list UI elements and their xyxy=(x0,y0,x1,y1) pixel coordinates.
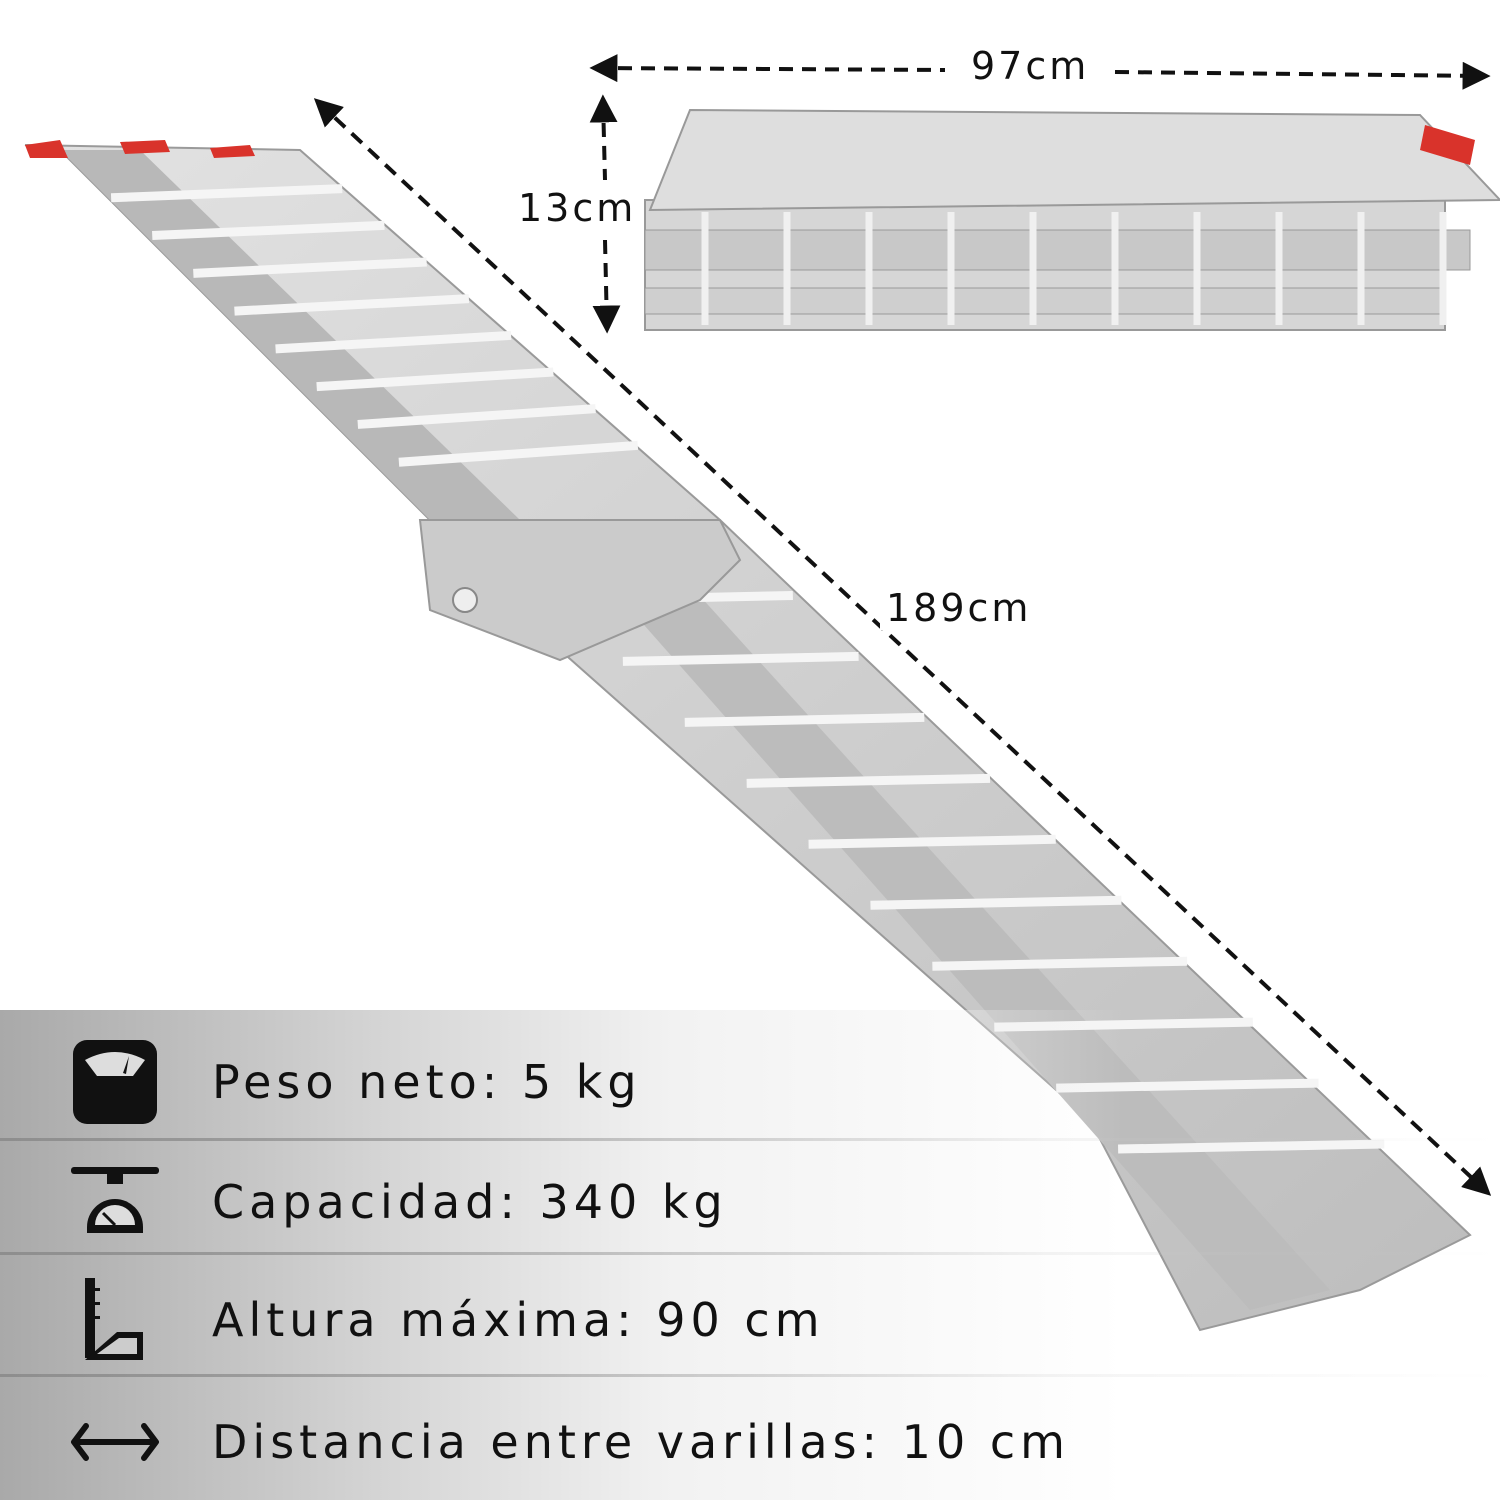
spec-label: Peso neto: 5 kg xyxy=(212,1055,642,1109)
spec-label: Capacidad: 340 kg xyxy=(212,1175,728,1229)
length-dimension-line xyxy=(313,98,1492,1196)
height-label: 13cm xyxy=(518,186,637,230)
ramp-rung xyxy=(622,651,859,666)
length-label: 189cm xyxy=(880,586,1038,630)
height-dimension-line xyxy=(592,239,621,334)
ramp-rung xyxy=(870,895,1122,910)
end-cap xyxy=(120,140,170,154)
bathroom-scale-icon xyxy=(70,1037,160,1127)
height-dimension-line xyxy=(589,94,618,181)
hinge-bolt xyxy=(452,587,478,613)
width-label: 97cm xyxy=(965,44,1096,88)
spec-max-height: Altura máxima: 90 cm xyxy=(0,1260,1500,1380)
width-dimension-line xyxy=(589,54,946,83)
spec-rung-spacing: Distancia entre varillas: 10 cm xyxy=(0,1382,1500,1502)
ramp-rung xyxy=(110,184,343,203)
end-cap xyxy=(210,145,255,158)
folded-ramp xyxy=(644,108,1500,331)
spec-net-weight: Peso neto: 5 kg xyxy=(0,1022,1500,1142)
end-cap xyxy=(25,140,68,158)
spec-label: Altura máxima: 90 cm xyxy=(212,1293,825,1347)
spec-label: Distancia entre varillas: 10 cm xyxy=(212,1415,1070,1469)
width-dimension-line xyxy=(1114,61,1491,90)
ramp-rung xyxy=(932,956,1188,971)
ramp-rung xyxy=(808,834,1056,849)
spec-capacity: Capacidad: 340 kg xyxy=(0,1142,1500,1262)
specs-panel: Peso neto: 5 kg Capacidad: 340 kg Altura… xyxy=(0,1010,1500,1500)
ramp-rung xyxy=(746,773,991,788)
ramp-rung xyxy=(684,712,925,727)
kitchen-scale-icon xyxy=(70,1157,160,1247)
ramp-height-icon xyxy=(70,1275,160,1365)
double-arrow-icon xyxy=(70,1397,160,1487)
